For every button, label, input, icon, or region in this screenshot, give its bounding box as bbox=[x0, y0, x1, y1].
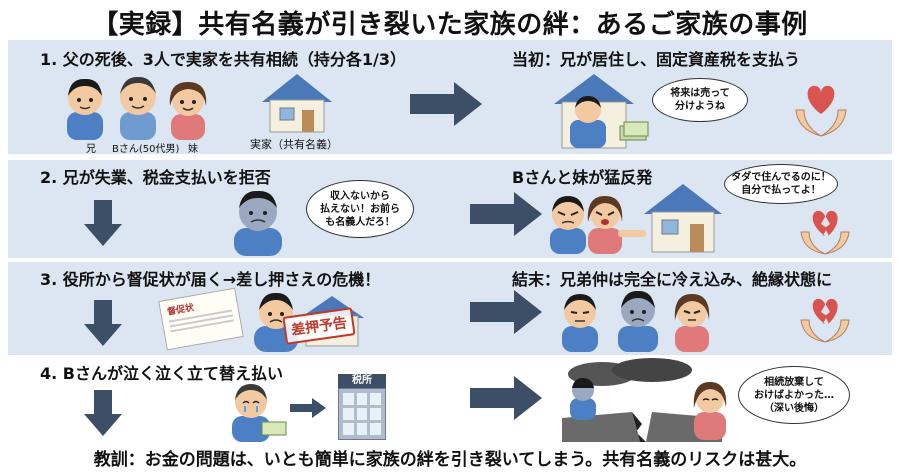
step-1-heading: 1. 父の死後、3人で実家を共有相続（持分各1/3） bbox=[40, 50, 407, 69]
b-san-angry-figure bbox=[550, 196, 586, 254]
b-san-cold-figure bbox=[562, 294, 598, 352]
speech-bubble-regret: 相続放棄しておけばよかった…（深い後悔） bbox=[738, 366, 850, 424]
label-sister: 妹 bbox=[188, 144, 198, 155]
brother-worried-figure bbox=[234, 190, 282, 256]
arrow-right-icon bbox=[290, 398, 326, 418]
speech-bubble-sell-later: 将来は売って分けようね bbox=[652, 78, 748, 122]
brother-gloomy-figure bbox=[618, 290, 658, 352]
step-3-result-heading: 結末：兄弟仲は完全に冷え込み、絶縁状態に bbox=[512, 270, 833, 289]
arrow-down-icon bbox=[84, 200, 122, 246]
arrow-down-icon bbox=[84, 390, 122, 436]
sister-regret-figure bbox=[693, 382, 727, 440]
family-house-icon bbox=[262, 74, 332, 133]
page-title: 【実録】共有名義が引き裂いた家族の絆：あるご家族の事例 bbox=[92, 10, 808, 40]
tax-office-building: 税所 bbox=[338, 374, 386, 440]
arrow-right-icon bbox=[470, 192, 542, 236]
broken-heart-icon bbox=[800, 210, 850, 255]
arrow-right-icon bbox=[470, 290, 542, 334]
step-2-heading: 2. 兄が失業、税金支払いを拒否 bbox=[40, 168, 271, 187]
step-2-result-heading: Bさんと妹が猛反発 bbox=[512, 168, 653, 187]
house-label: 実家（共有名義） bbox=[250, 138, 338, 151]
lesson-footer: 教訓：お金の問題は、いとも簡単に家族の絆を引き裂いてしまう。共有名義のリスクは甚… bbox=[93, 450, 807, 470]
sister-cold-figure bbox=[674, 294, 710, 352]
speech-bubble-pay-yourself: タダで住んでるのに！自分で払ってよ！ bbox=[724, 164, 838, 204]
b-san-figure bbox=[120, 76, 156, 140]
step-1-result-heading: 当初：兄が居住し、固定資産税を支払う bbox=[512, 50, 801, 69]
label-b-san: Bさん(50代男) bbox=[112, 144, 180, 155]
disputed-house-icon bbox=[644, 184, 722, 253]
broken-heart-icon bbox=[800, 298, 850, 343]
arrow-right-icon bbox=[470, 376, 542, 420]
arrow-down-icon bbox=[84, 300, 122, 346]
step-3-heading: 3. 役所から督促状が届く→差し押さえの危機！ bbox=[40, 270, 381, 289]
label-brother: 兄 bbox=[86, 144, 96, 155]
step-4-heading: 4. Bさんが泣く泣く立て替え払い bbox=[40, 364, 283, 383]
sister-pointing-figure bbox=[587, 196, 646, 254]
sister-figure bbox=[169, 82, 207, 140]
b-san-crying-figure bbox=[232, 384, 287, 442]
heart-in-hands-icon bbox=[795, 85, 847, 137]
tax-office-sign: 税所 bbox=[338, 374, 386, 388]
brother-in-house-figure bbox=[554, 74, 649, 149]
speech-bubble-cannot-pay: 収入ないから払えない！お前らも名義人だろ！ bbox=[306, 180, 414, 238]
arrow-right-icon bbox=[410, 82, 482, 126]
step-3-band bbox=[8, 262, 892, 355]
brother-figure bbox=[67, 78, 103, 140]
broken-ground-scene bbox=[562, 358, 722, 442]
